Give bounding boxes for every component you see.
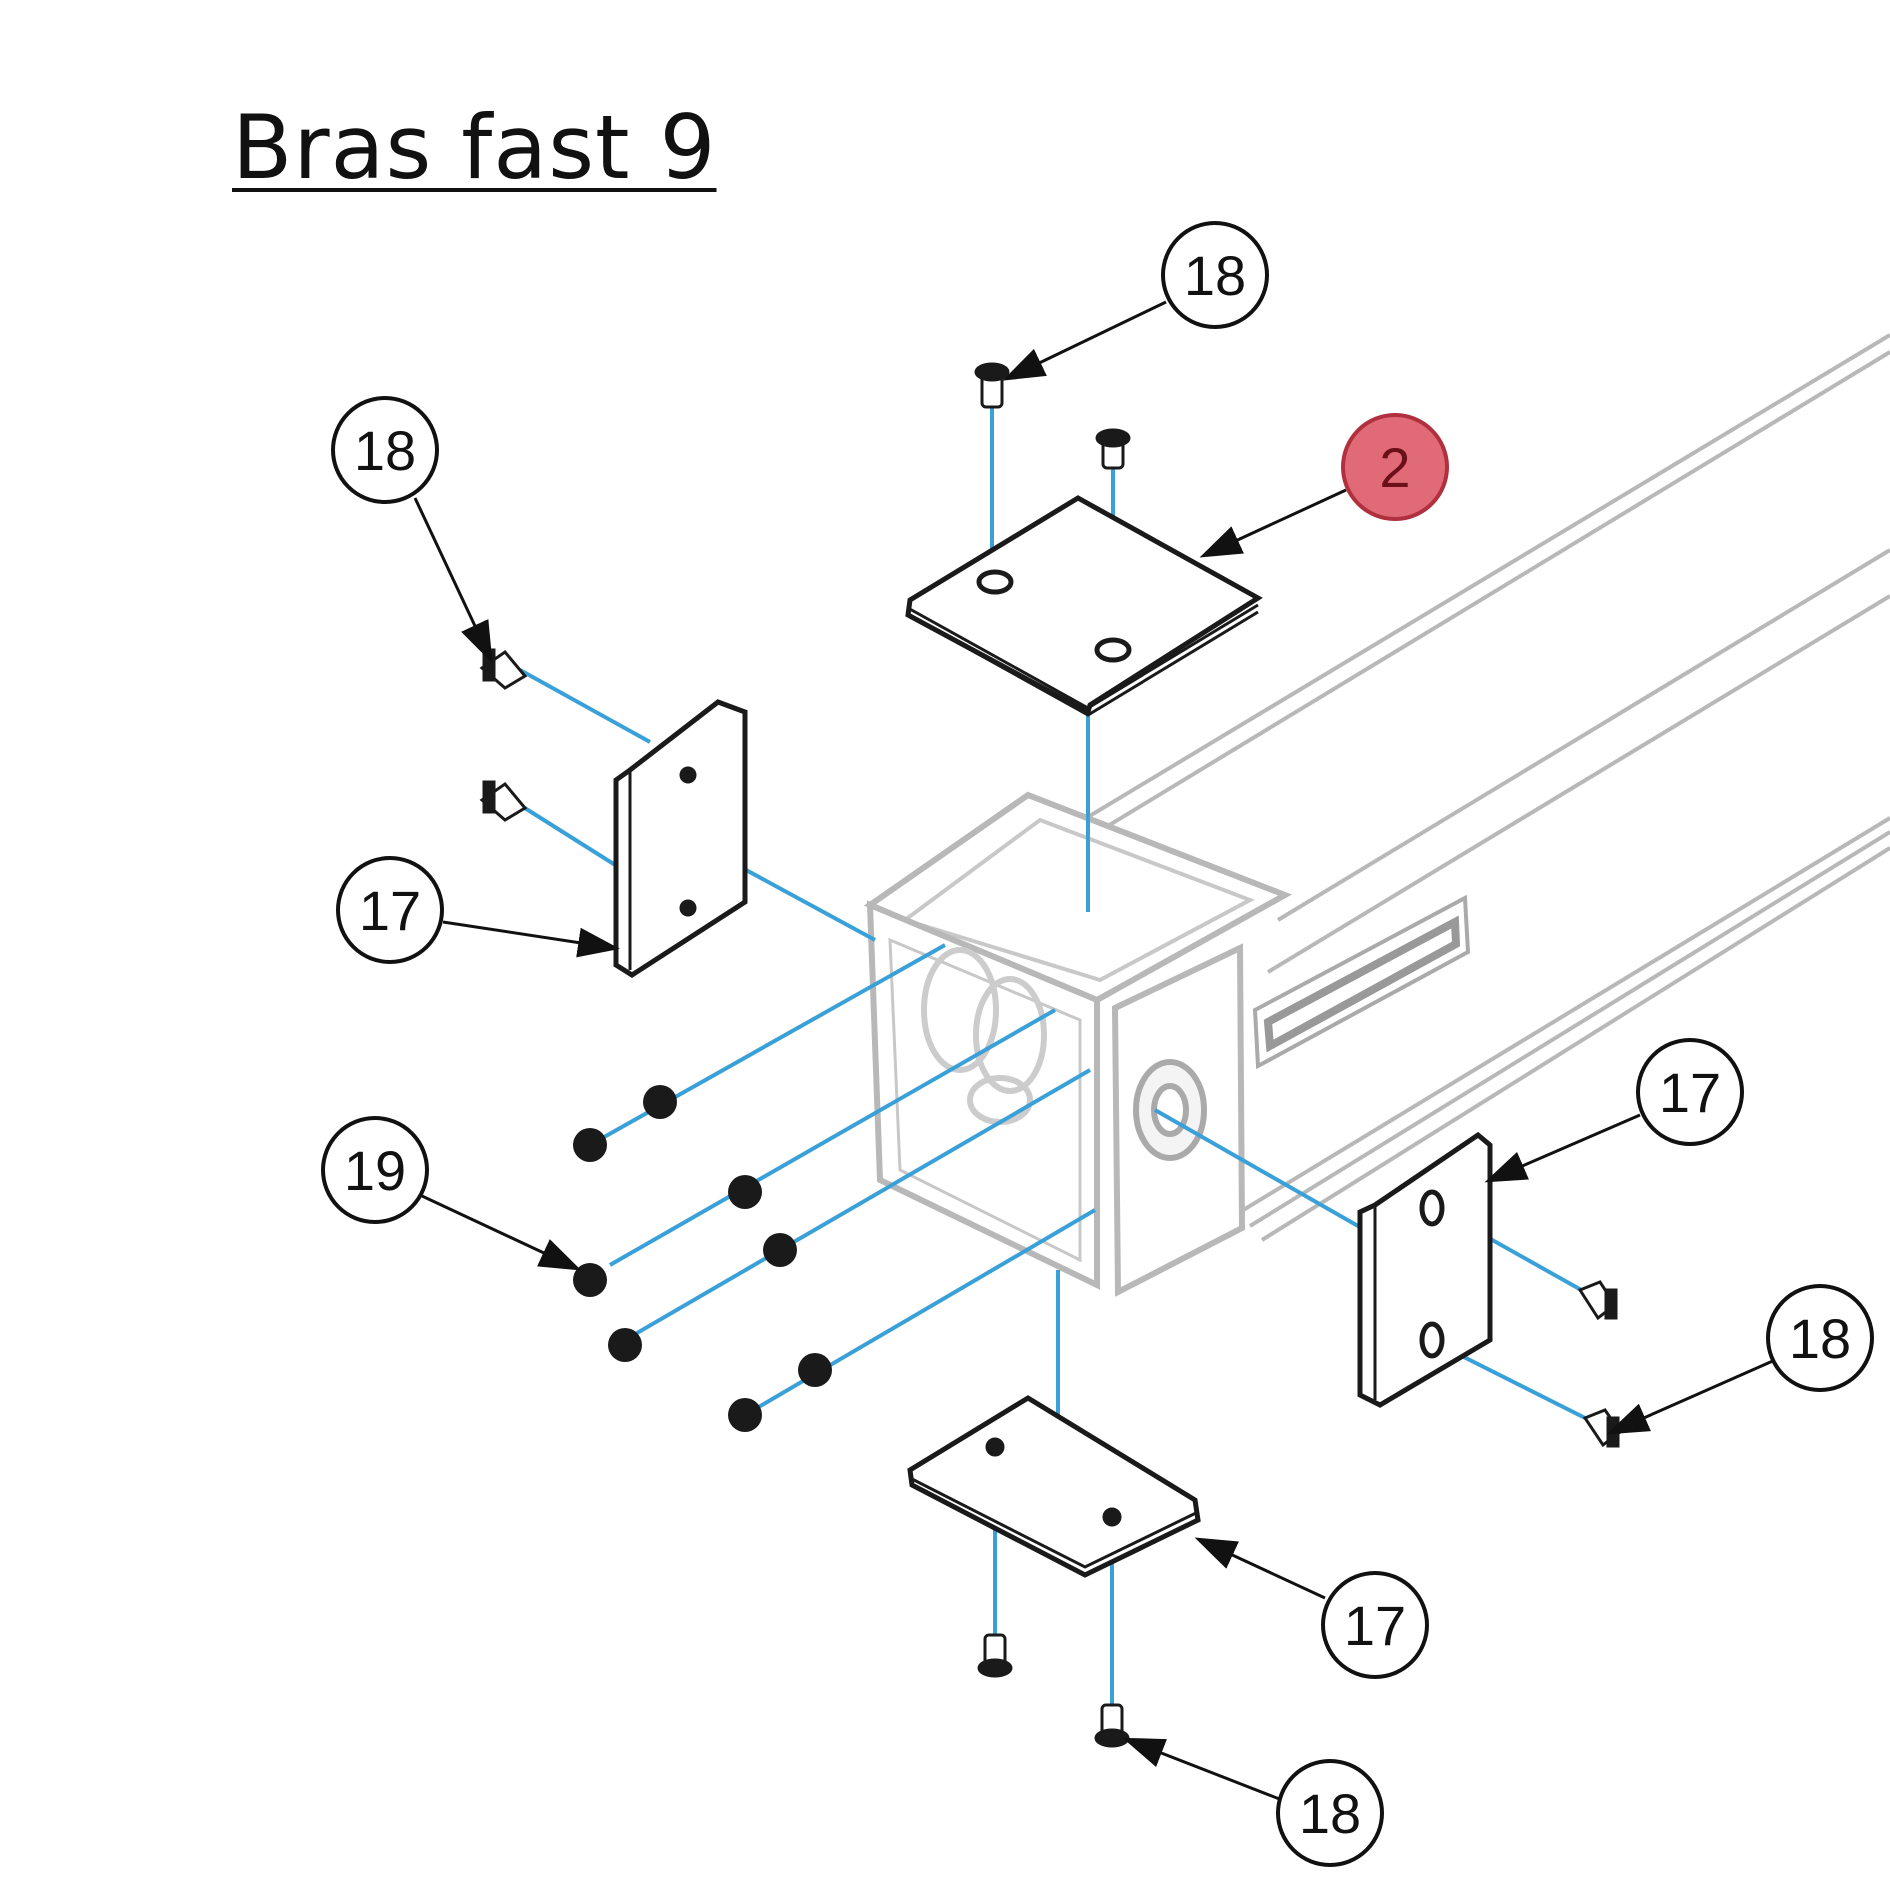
- svg-text:18: 18: [1184, 244, 1246, 307]
- screw-right-lower: [1582, 1408, 1623, 1448]
- callout-18-top: 18: [1161, 221, 1269, 329]
- svg-text:18: 18: [354, 419, 416, 482]
- left-side-plate: [613, 699, 748, 978]
- screw-top-right: [1095, 428, 1131, 470]
- leader-lines: [413, 300, 1776, 1802]
- callout-18-bottom: 18: [1276, 1759, 1384, 1867]
- diagram-title: Bras fast 9: [232, 96, 717, 199]
- callout-17-bottom: 17: [1321, 1571, 1429, 1679]
- svg-text:2: 2: [1379, 436, 1410, 499]
- screw-bottom-right: [1094, 1703, 1130, 1748]
- screw-bottom-left: [977, 1633, 1013, 1678]
- callout-2-highlighted: 2: [1341, 413, 1449, 521]
- corner-block: [863, 791, 1293, 1297]
- callout-18-right: 18: [1766, 1284, 1874, 1392]
- beam-profile: [1076, 333, 1890, 1242]
- nuts: [573, 1085, 832, 1432]
- svg-text:17: 17: [359, 879, 421, 942]
- svg-text:17: 17: [1659, 1061, 1721, 1124]
- assembly-guides: [518, 405, 1609, 1725]
- svg-text:18: 18: [1299, 1782, 1361, 1845]
- screw-top-left: [974, 362, 1010, 409]
- screw-left-lower: [479, 780, 528, 822]
- svg-text:19: 19: [344, 1139, 406, 1202]
- callout-17-right: 17: [1636, 1038, 1744, 1146]
- screws: [479, 362, 1623, 1748]
- svg-text:18: 18: [1789, 1307, 1851, 1370]
- bottom-plate: [907, 1395, 1201, 1578]
- callouts: 18 2 18 17 19 17 18 17: [321, 221, 1874, 1867]
- svg-text:17: 17: [1344, 1594, 1406, 1657]
- callout-19: 19: [321, 1116, 429, 1224]
- top-cover-plate: [905, 495, 1263, 717]
- right-side-plate: [1357, 1131, 1493, 1408]
- screw-right-upper: [1577, 1280, 1618, 1321]
- callout-17-left: 17: [336, 856, 444, 964]
- callout-18-left: 18: [331, 396, 439, 504]
